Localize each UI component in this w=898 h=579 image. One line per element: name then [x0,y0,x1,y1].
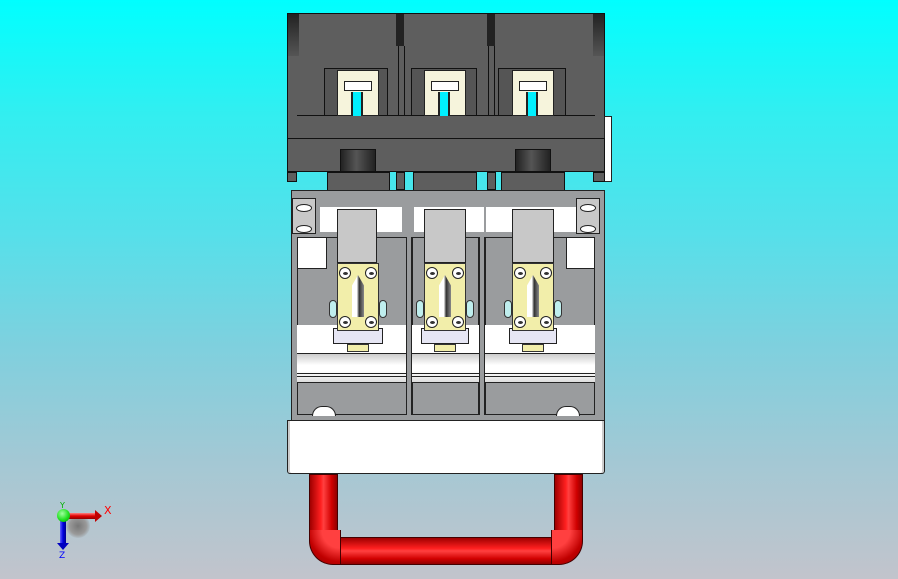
cylinder-left [340,149,376,172]
blade-slot-2 [439,275,451,317]
blade-slot-1 [352,275,364,317]
comp-divider-2 [479,237,485,415]
spring-clip [329,300,337,318]
triad-z-label: Z [59,551,66,561]
triad-x-axis-icon [66,513,96,519]
side-box-left [297,237,327,269]
corner-foot-right [593,172,605,182]
screw-icon [365,316,377,328]
mount-slot-right-bottom [580,225,596,233]
contact-sleeve-1 [337,209,377,263]
triad-y-axis-icon [57,509,70,522]
terminal-clamp-3 [519,81,547,91]
side-tab-right [604,116,612,182]
rail-line [297,373,595,374]
mount-slot-left-bottom [296,225,312,233]
screw-icon [452,316,464,328]
terminal-opening-1 [351,92,363,116]
spring-clip [416,300,424,318]
rail-line-2 [297,376,595,377]
view-triad[interactable]: X Y Z [50,500,112,561]
handle-leg-right[interactable] [554,474,583,532]
handle-leg-left[interactable] [309,474,338,532]
triad-z-axis-icon [60,520,66,544]
spring-clip [466,300,474,318]
spring-clip [554,300,562,318]
spring-clip [504,300,512,318]
handle-bend-right[interactable] [551,530,583,565]
screw-icon [540,267,552,279]
screw-icon [426,316,438,328]
triad-x-label: X [104,504,112,517]
actuator-pin-2 [487,172,496,190]
mount-slot-left-top [296,204,312,212]
housing-edge-right [593,14,604,56]
mount-slot-right-top [580,204,596,212]
screw-icon [339,316,351,328]
terminal-opening-2 [438,92,450,116]
screw-icon [365,267,377,279]
terminal-clamp-1 [344,81,372,91]
housing-seam-1 [398,46,405,116]
screw-icon [514,316,526,328]
contact-sleeve-2 [424,209,466,263]
terminal-clamp-2 [431,81,459,91]
screw-icon [452,267,464,279]
housing-lower-band [287,138,605,172]
screw-icon [339,267,351,279]
triad-z-arrowhead [57,543,69,550]
actuator-pin-1 [396,172,405,190]
bottom-hole-left [312,406,336,416]
bottom-hole-right [556,406,580,416]
screw-icon [514,267,526,279]
bottom-cover [287,420,605,474]
housing-divider-2 [487,14,495,46]
housing-seam-2 [488,46,495,116]
spring-clip [379,300,387,318]
contact-tab-3 [522,344,544,352]
triad-x-arrowhead [95,510,102,522]
triad-y-label: Y [60,501,65,510]
rail-1 [297,353,595,383]
contact-tab-2 [434,344,456,352]
blade-slot-3 [527,275,539,317]
comp-divider-1 [406,237,412,415]
cylinder-right [515,149,551,172]
contact-tab-1 [347,344,369,352]
screw-icon [540,316,552,328]
handle-grip[interactable] [340,537,552,565]
handle-bend-left[interactable] [309,530,341,565]
terminal-opening-3 [526,92,538,116]
corner-foot-left [287,172,297,182]
contact-sleeve-3 [512,209,554,263]
housing-divider-1 [396,14,404,46]
housing-edge-left [288,14,299,56]
side-box-right [566,237,595,269]
screw-icon [426,267,438,279]
